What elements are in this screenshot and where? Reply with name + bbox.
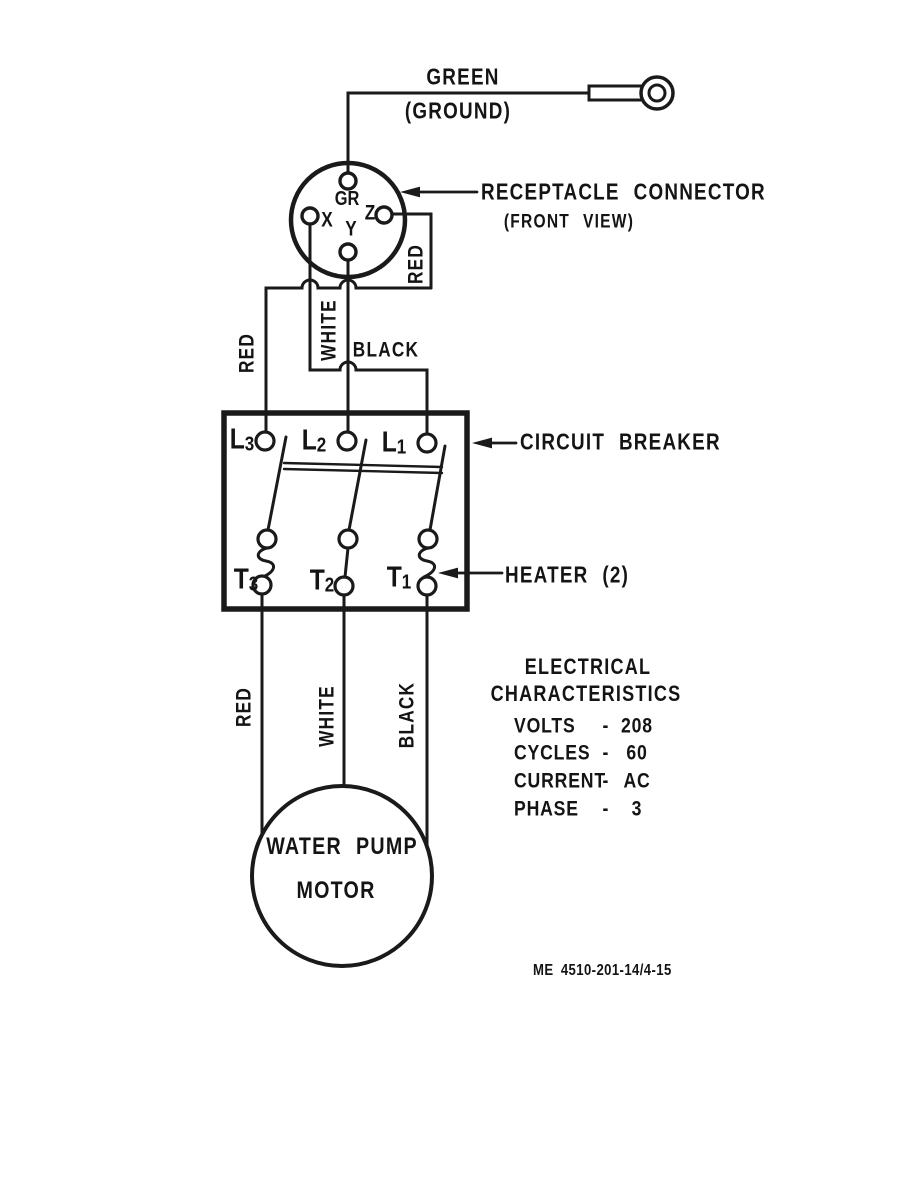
characteristic-dash: - (602, 740, 610, 765)
pin-label-gr: GR (334, 188, 360, 210)
heater-arrow (438, 567, 504, 579)
pin-label-x: X (321, 208, 333, 232)
motor-circle (250, 784, 434, 968)
pin-label-z: Z (364, 201, 376, 225)
characteristic-dash: - (602, 796, 610, 821)
characteristic-value: AC (623, 768, 651, 793)
ring-terminal-inner (647, 83, 667, 103)
ground-wire (346, 91, 592, 185)
characteristic-name: PHASE (514, 796, 579, 821)
breaker-blade-1 (428, 444, 447, 532)
wire-red-feed (264, 278, 433, 434)
heater-coil-3 (256, 546, 275, 579)
wire-label-white-load: WHITE (315, 685, 339, 747)
pole2-link (343, 546, 350, 579)
wire-black-feed (308, 216, 429, 436)
contact-3 (256, 528, 278, 550)
characteristic-row-phase: PHASE - 3 (514, 798, 660, 820)
characteristic-name: CURRENT (514, 768, 606, 793)
terminal-t1 (416, 575, 438, 597)
terminal-l2 (336, 430, 358, 452)
wire-label-red-receptacle: RED (404, 243, 428, 285)
heater-coil-1 (417, 546, 436, 579)
characteristic-name: VOLTS (514, 713, 576, 738)
figure-number: ME 4510-201-14/4-15 (533, 962, 672, 979)
wire-red-feed-z (386, 212, 433, 290)
pin-y (338, 242, 358, 262)
terminal-subscript: 2 (316, 434, 327, 457)
characteristic-value: 3 (631, 796, 643, 821)
characteristics-title-line1: ELECTRICAL (524, 654, 652, 679)
breaker-arrow (472, 437, 518, 449)
characteristic-name: CYCLES (514, 740, 591, 765)
pin-z (374, 205, 394, 225)
wire-label-red-load: RED (232, 686, 256, 728)
terminal-letter: T (386, 561, 402, 594)
terminal-subscript: 2 (324, 574, 335, 597)
characteristics-title-line2: CHARACTERISTICS (490, 681, 682, 706)
characteristic-value: 208 (621, 713, 653, 738)
wire-label-red-feed: RED (235, 332, 259, 374)
wire-label-white-feed: WHITE (317, 299, 341, 361)
wire-label-black-load: BLACK (395, 681, 419, 749)
characteristic-dash: - (602, 713, 610, 738)
terminal-t2 (333, 575, 355, 597)
terminal-subscript: 3 (248, 573, 259, 596)
receptacle-arrow (400, 186, 479, 198)
heater-label: HEATER (2) (505, 561, 630, 588)
motor-label-line2: MOTOR (296, 877, 376, 904)
terminal-letter: L (301, 424, 317, 457)
terminal-l1 (416, 432, 438, 454)
front-view-label: (FRONT VIEW) (503, 211, 635, 233)
characteristic-row-cycles: CYCLES - 60 (514, 742, 660, 764)
ring-terminal-barrel (587, 84, 644, 102)
breaker-blade-2 (347, 438, 368, 532)
terminal-subscript: 3 (244, 433, 255, 456)
terminal-subscript: 1 (396, 436, 407, 459)
characteristic-dash: - (602, 768, 610, 793)
circuit-breaker-label: CIRCUIT BREAKER (520, 428, 721, 455)
characteristic-value: 60 (626, 740, 648, 765)
terminal-letter: T (309, 564, 325, 597)
ring-terminal (587, 75, 675, 111)
characteristic-row-volts: VOLTS - 208 (514, 715, 660, 737)
pin-label-y: Y (345, 217, 357, 241)
terminal-letter: L (229, 423, 245, 456)
characteristic-row-current: CURRENT - AC (514, 770, 660, 792)
pin-gr (338, 171, 358, 191)
contact-1 (417, 528, 439, 550)
terminal-subscript: 1 (401, 571, 412, 594)
trip-bar (282, 461, 444, 475)
pin-x (300, 206, 320, 226)
motor-label-line1: WATER PUMP (266, 833, 418, 860)
terminal-letter: T (233, 563, 249, 596)
receptacle-connector-label: RECEPTACLE CONNECTOR (481, 178, 766, 205)
terminal-letter: L (381, 426, 397, 459)
ground-wire-label: GREEN (426, 63, 500, 90)
ground-qualifier-label: (GROUND) (404, 97, 512, 124)
contact-2 (337, 528, 359, 550)
terminal-l3 (254, 430, 276, 452)
wire-label-black-feed: BLACK (352, 338, 420, 362)
breaker-blade-3 (266, 435, 288, 532)
